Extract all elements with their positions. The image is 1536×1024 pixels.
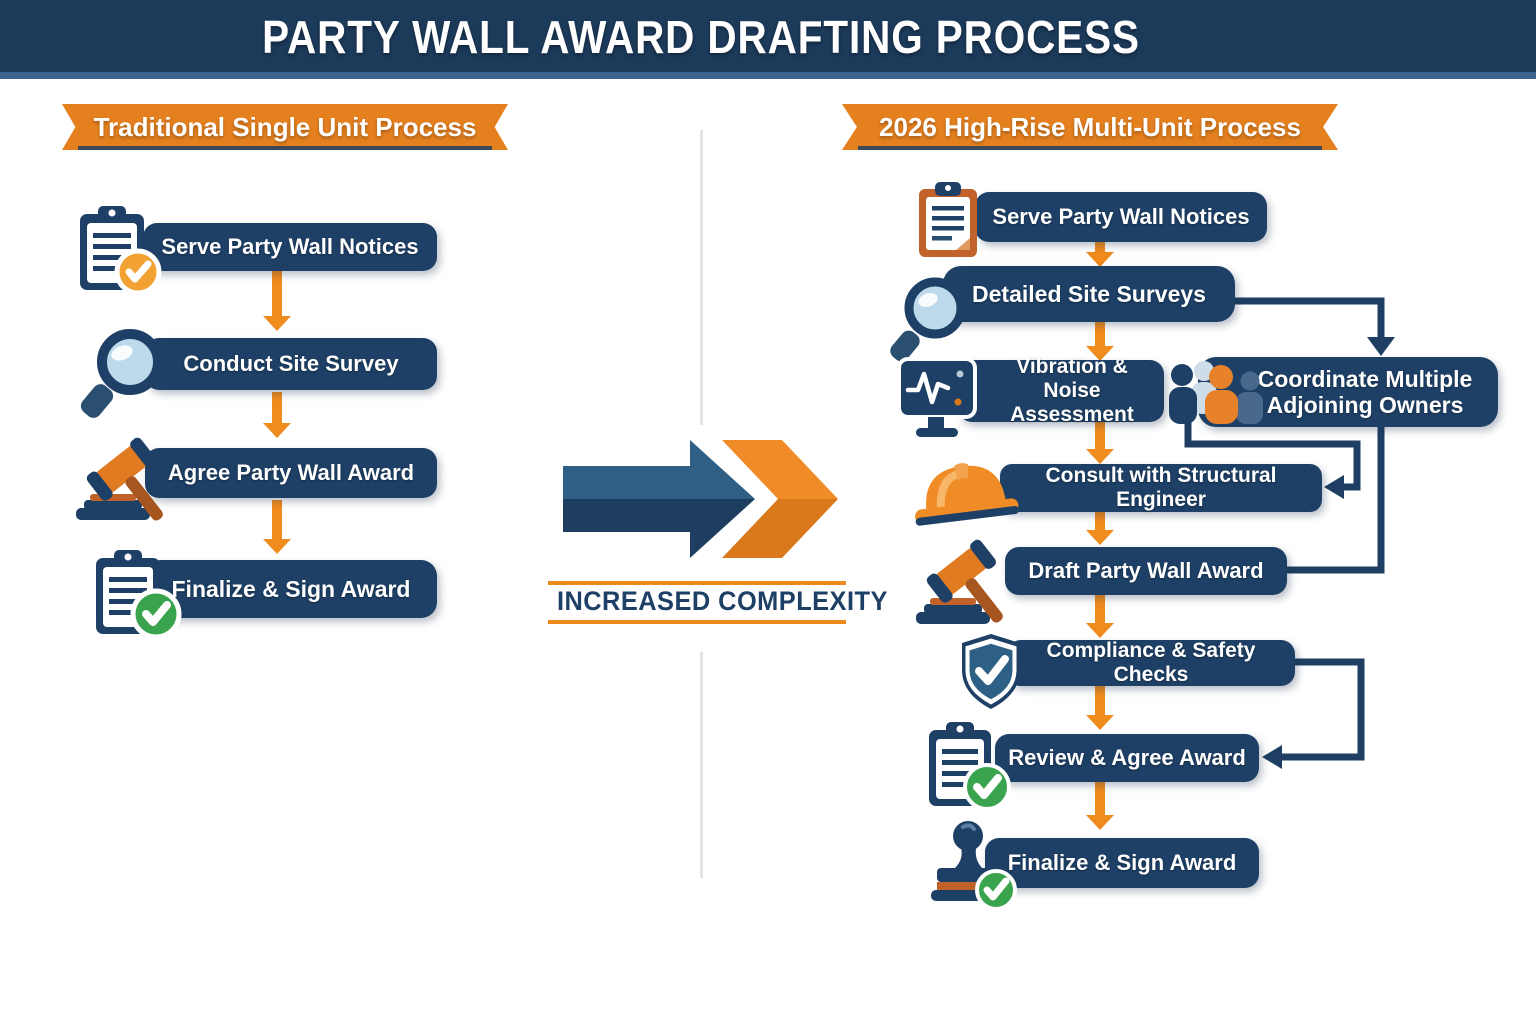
step-label: Conduct Site Survey bbox=[183, 351, 399, 377]
complexity-rule-bottom bbox=[548, 620, 846, 624]
step-box-detailed-surveys: Detailed Site Surveys bbox=[943, 266, 1235, 322]
arrowhead-left-icon bbox=[1324, 475, 1344, 499]
magnifier-icon bbox=[80, 329, 163, 418]
step-box-finalize-award-left: Finalize & Sign Award bbox=[145, 560, 437, 618]
step-box-finalize-award-right: Finalize & Sign Award bbox=[985, 838, 1259, 888]
flow-arrow-down-icon bbox=[1095, 686, 1105, 715]
gavel-icon bbox=[916, 539, 1003, 624]
step-label: Serve Party Wall Notices bbox=[161, 234, 419, 260]
left-banner-label: Traditional Single Unit Process bbox=[93, 111, 477, 142]
magnifier-icon bbox=[890, 277, 966, 362]
monitor-waveform-icon bbox=[897, 357, 977, 437]
step-label: Draft Party Wall Award bbox=[1028, 558, 1264, 584]
clipboard-check-icon bbox=[80, 206, 162, 296]
step-box-conduct-survey: Conduct Site Survey bbox=[145, 338, 437, 390]
clipboard-check-icon bbox=[96, 550, 182, 640]
step-box-vibration-noise: Vibration & Noise Assessment bbox=[958, 355, 1164, 426]
step-label: Compliance & Safety Checks bbox=[1046, 638, 1256, 686]
connector-coordinate-to-draft bbox=[1287, 425, 1385, 574]
right-column-banner: 2026 High-Rise Multi-Unit Process bbox=[842, 104, 1338, 150]
connector-surveys-to-coordinate bbox=[1233, 297, 1385, 339]
flow-arrow-down-icon bbox=[272, 392, 282, 423]
clipboard-check-icon bbox=[929, 722, 1011, 811]
flow-arrow-down-icon bbox=[1095, 422, 1105, 449]
arrowhead-down-icon bbox=[1367, 337, 1395, 356]
complexity-label: INCREASED COMPLEXITY bbox=[556, 586, 888, 616]
increased-complexity-arrow-icon bbox=[563, 440, 838, 558]
step-box-coordinate-owners: Coordinate Multiple Adjoining Owners bbox=[1198, 357, 1498, 427]
step-label: Review & Agree Award bbox=[1008, 745, 1246, 771]
connector-coordinate-to-engineer bbox=[1184, 421, 1361, 491]
step-box-compliance-checks: Compliance & Safety Checks bbox=[1007, 638, 1295, 686]
center-divider-bottom bbox=[700, 652, 703, 878]
flow-arrow-down-icon bbox=[272, 500, 282, 539]
title-bar-accent-strip bbox=[0, 72, 1536, 79]
step-label: Vibration & Noise Assessment bbox=[1010, 354, 1134, 427]
right-banner-label: 2026 High-Rise Multi-Unit Process bbox=[879, 111, 1301, 142]
flow-arrow-down-icon bbox=[272, 271, 282, 316]
shield-check-icon bbox=[962, 634, 1020, 709]
flow-arrow-down-icon bbox=[1095, 512, 1105, 530]
flow-arrow-down-icon bbox=[1095, 782, 1105, 815]
step-box-draft-award: Draft Party Wall Award bbox=[1005, 547, 1287, 595]
hard-hat-icon bbox=[915, 463, 1019, 526]
center-divider-top bbox=[700, 130, 703, 425]
step-box-review-agree: Review & Agree Award bbox=[995, 734, 1259, 782]
stamp-check-icon bbox=[931, 821, 1017, 911]
step-box-serve-notices-right: Serve Party Wall Notices bbox=[975, 192, 1267, 242]
step-label: Detailed Site Surveys bbox=[972, 280, 1206, 307]
step-label: Agree Party Wall Award bbox=[167, 460, 415, 486]
left-column-banner: Traditional Single Unit Process bbox=[62, 104, 508, 150]
step-label: Finalize & Sign Award bbox=[1007, 850, 1237, 876]
people-group-icon bbox=[1169, 361, 1263, 424]
step-label: Serve Party Wall Notices bbox=[992, 204, 1250, 230]
flow-arrow-down-icon bbox=[1095, 242, 1105, 252]
connector-compliance-to-review bbox=[1282, 658, 1365, 761]
gavel-icon bbox=[76, 437, 163, 521]
step-box-structural-engineer: Consult with Structural Engineer bbox=[1000, 464, 1322, 512]
arrowhead-left-icon bbox=[1262, 745, 1282, 769]
title-bar bbox=[0, 0, 1536, 72]
step-box-agree-award: Agree Party Wall Award bbox=[145, 448, 437, 498]
flow-arrow-down-icon bbox=[1095, 595, 1105, 623]
step-label: Consult with Structural Engineer bbox=[1045, 463, 1277, 511]
clipboard-icon bbox=[919, 182, 977, 257]
step-label: Finalize & Sign Award bbox=[171, 575, 411, 602]
page-title: PARTY WALL AWARD DRAFTING PROCESS bbox=[262, 11, 1140, 63]
step-box-serve-notices-left: Serve Party Wall Notices bbox=[143, 223, 437, 271]
step-label: Coordinate Multiple Adjoining Owners bbox=[1257, 365, 1473, 418]
complexity-rule-top bbox=[548, 581, 846, 585]
flow-arrow-down-icon bbox=[1095, 322, 1105, 346]
